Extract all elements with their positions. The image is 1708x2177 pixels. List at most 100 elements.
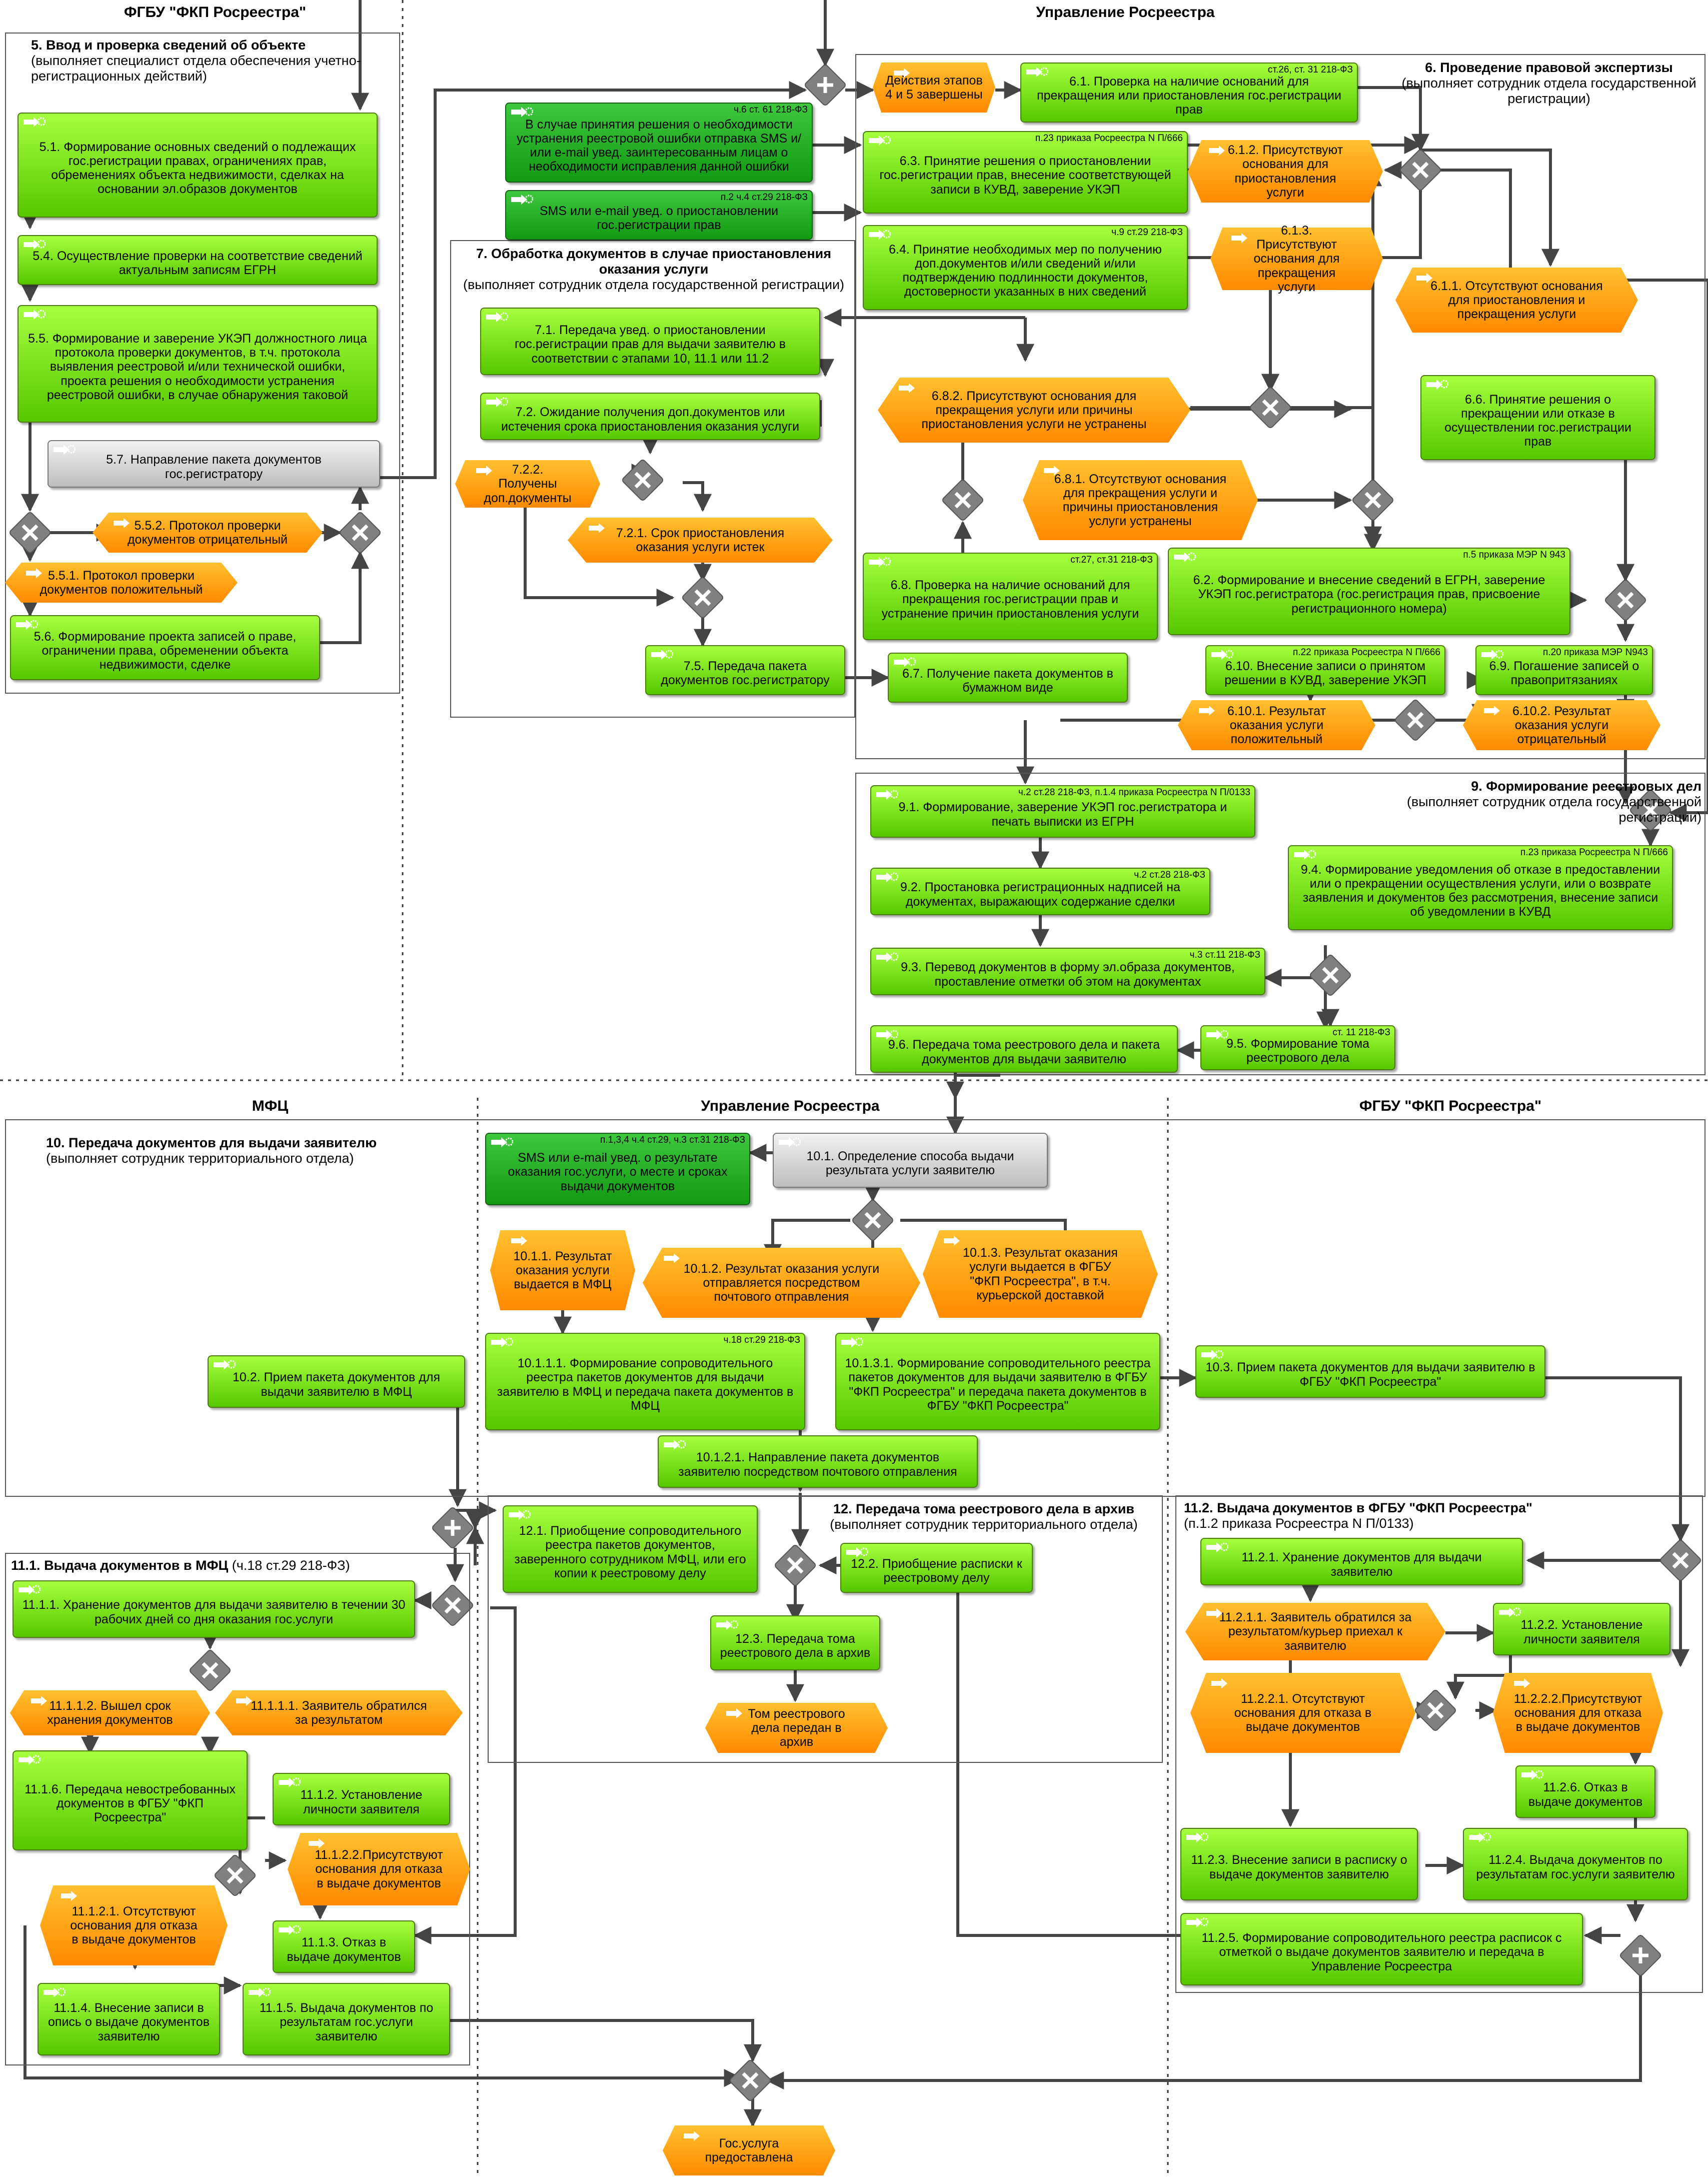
task-7-1[interactable]: 7.1. Передача увед. о приостановлении го…	[480, 308, 820, 375]
task-6-10-text: 6.10. Внесение записи о принятом решении…	[1224, 659, 1426, 687]
event-6-1-3[interactable]: 6.1.3. Присутствуют основания для прекра…	[1210, 224, 1383, 294]
task-12-2-text: 12.2. Приобщение расписки к реестровому …	[851, 1556, 1022, 1585]
task-7-2[interactable]: 7.2. Ожидание получения доп.документов и…	[480, 393, 820, 440]
event-10-1-2[interactable]: 10.1.2. Результат оказания услуги отправ…	[643, 1248, 920, 1318]
gateway-exclusive-icon	[1395, 700, 1436, 741]
event-10-1-1[interactable]: 10.1.1. Результат оказания услуги выдает…	[490, 1230, 635, 1310]
group-12-title: 12. Передача тома реестрового дела в арх…	[833, 1501, 1135, 1516]
task-10-2[interactable]: 10.2. Прием пакета документов для выдачи…	[208, 1355, 465, 1408]
task-12-1[interactable]: 12.1. Приобщение сопроводительного реест…	[503, 1505, 758, 1593]
task-10-1[interactable]: 10.1. Определение способа выдачи результ…	[773, 1133, 1048, 1188]
task-11-1-1[interactable]: 11.1.1. Хранение документов для выдачи з…	[13, 1580, 415, 1638]
event-6-10-1[interactable]: 6.10.1. Результат оказания услуги положи…	[1178, 700, 1375, 750]
event-6-8-1[interactable]: 6.8.1. Отсутствуют основания для прекращ…	[1023, 460, 1258, 540]
task-9-2-text: 9.2. Простановка регистрационных надписе…	[900, 880, 1180, 909]
event-6-1-1[interactable]: 6.1.1. Отсутствуют основания для приоста…	[1395, 268, 1638, 333]
event-10-1-3[interactable]: 10.1.3. Результат оказания услуги выдает…	[923, 1230, 1158, 1318]
task-gear-icon	[1469, 1832, 1491, 1842]
gateway-parallel-icon	[805, 65, 846, 106]
group-10: 10. Передача документов для выдачи заяви…	[5, 1119, 1705, 1497]
event-arrow-icon	[61, 1891, 77, 1901]
event-11-2-2-1[interactable]: 11.2.2.1. Отсутствуют основания для отка…	[1190, 1673, 1415, 1753]
task-10-3[interactable]: 10.3. Прием пакета документов для выдачи…	[1195, 1345, 1545, 1398]
sms-suspension-text: SMS или e-mail увед. о приостановлении г…	[539, 204, 779, 232]
event-11-1-1-1[interactable]: 11.1.1.1. Заявитель обратился за результ…	[215, 1690, 463, 1735]
task-10-1-3-1[interactable]: 10.1.3.1. Формирование сопроводительного…	[835, 1333, 1160, 1430]
event-11-1-2-1[interactable]: 11.1.2.1. Отсутствуют основания для отка…	[40, 1885, 228, 1965]
event-6-1-2[interactable]: 6.1.2. Присутствуют основания для приост…	[1188, 140, 1383, 203]
task-11-2-5[interactable]: 11.2.5. Формирование сопроводительного р…	[1180, 1913, 1583, 1985]
event-12-end-text: Том реестрового дела передан в архив	[748, 1706, 845, 1749]
event-arrow-icon	[476, 466, 492, 476]
task-10-2-text: 10.2. Прием пакета документов для выдачи…	[232, 1370, 440, 1399]
event-11-1-2-2[interactable]: 11.1.2.2.Присутствуют основания для отка…	[288, 1833, 470, 1905]
task-11-1-3[interactable]: 11.1.3. Отказ в выдаче документов	[273, 1920, 415, 1973]
task-gear-icon	[1426, 380, 1448, 390]
group-5-subtitle: (выполняет специалист отдела обеспечения…	[31, 53, 361, 84]
task-12-2[interactable]: 12.2. Приобщение расписки к реестровому …	[840, 1543, 1033, 1593]
task-11-1-6[interactable]: 11.1.6. Передача невостребованных докуме…	[13, 1750, 248, 1850]
task-5-7[interactable]: 5.7. Направление пакета документов гос.р…	[48, 440, 380, 488]
event-12-end[interactable]: Том реестрового дела передан в архив	[705, 1703, 888, 1753]
task-5-5[interactable]: 5.5. Формирование и заверение УКЭП должн…	[18, 305, 378, 423]
event-arrow-icon	[1484, 706, 1500, 716]
gateway-exclusive-icon	[1400, 150, 1441, 191]
event-arrow-icon	[1416, 273, 1432, 283]
task-gear-icon	[1026, 67, 1048, 77]
task-11-1-4[interactable]: 11.1.4. Внесение записи в опись о выдаче…	[38, 1983, 220, 2055]
event-7-2-2[interactable]: 7.2.2. Получены доп.документы	[455, 460, 600, 508]
task-7-5[interactable]: 7.5. Передача пакета документов гос.реги…	[645, 645, 845, 695]
task-9-1-text: 9.1. Формирование, заверение УКЭП гос.ре…	[898, 800, 1227, 829]
task-11-2-3[interactable]: 11.2.3. Внесение записи в расписку о выд…	[1180, 1828, 1418, 1900]
task-6-6[interactable]: 6.6. Принятие решения о прекращении или …	[1420, 375, 1655, 460]
event-4-5[interactable]: Действия этапов 4 и 5 завершены	[873, 63, 995, 113]
task-9-1-ref: ч.2 ст.28 218-ФЗ, п.1.4 приказа Росреест…	[1018, 787, 1250, 798]
task-11-1-2[interactable]: 11.1.2. Установление личности заявителя	[273, 1773, 450, 1825]
task-10-1-2-1[interactable]: 10.1.2.1. Направление пакета документов …	[658, 1435, 978, 1488]
task-9-6[interactable]: 9.6. Передача тома реестрового дела и па…	[870, 1025, 1178, 1073]
event-11-2-2-2[interactable]: 11.2.2.2.Присутствуют основания для отка…	[1493, 1673, 1663, 1753]
task-11-2-2[interactable]: 11.2.2. Установление личности заявителя	[1493, 1603, 1670, 1655]
event-end[interactable]: Гос.услуга предоставлена	[663, 2125, 835, 2175]
task-5-4[interactable]: 5.4. Осуществление проверки на соответст…	[18, 235, 378, 285]
event-11-2-1-1[interactable]: 11.2.1.1. Заявитель обратился за результ…	[1185, 1603, 1445, 1660]
task-11-2-1-text: 11.2.1. Хранение документов для выдачи з…	[1241, 1550, 1482, 1579]
event-11-1-1-1-text: 11.1.1.1. Заявитель обратился за результ…	[251, 1698, 427, 1727]
task-5-6[interactable]: 5.6. Формирование проекта записей о прав…	[10, 615, 320, 680]
event-5-5-2[interactable]: 5.5.2. Протокол проверки документов отри…	[93, 513, 323, 553]
task-11-1-6-text: 11.1.6. Передача невостребованных докуме…	[25, 1782, 236, 1825]
task-12-3[interactable]: 12.3. Передача тома реестрового дела в а…	[710, 1615, 880, 1670]
task-gear-icon	[846, 1547, 868, 1557]
event-6-8-2[interactable]: 6.8.2. Присутствуют основания для прекра…	[878, 378, 1190, 443]
task-5-1[interactable]: 5.1. Формирование основных сведений о по…	[18, 113, 378, 218]
task-5-6-text: 5.6. Формирование проекта записей о прав…	[34, 629, 297, 672]
task-9-3-ref: ч.3 ст.11 218-ФЗ	[1189, 950, 1260, 960]
task-6-7[interactable]: 6.7. Получение пакета документов в бумаж…	[888, 653, 1128, 703]
task-9-1[interactable]: ч.2 ст.28 218-ФЗ, п.1.4 приказа Росреест…	[870, 785, 1255, 838]
task-11-1-5[interactable]: 11.1.5. Выдача документов по результатам…	[243, 1983, 450, 2055]
event-7-2-1[interactable]: 7.2.1. Срок приостановления оказания усл…	[568, 518, 833, 563]
task-11-2-6[interactable]: 11.2.6. Отказ в выдаче документов	[1515, 1765, 1655, 1818]
event-5-5-1[interactable]: 5.5.1. Протокол проверки документов поло…	[5, 563, 238, 603]
task-9-2-ref: ч.2 ст.28 218-ФЗ	[1134, 870, 1205, 880]
task-11-2-4[interactable]: 11.2.4. Выдача документов по результатам…	[1463, 1828, 1688, 1900]
task-11-2-1[interactable]: 11.2.1. Хранение документов для выдачи з…	[1200, 1538, 1523, 1585]
event-6-10-2[interactable]: 6.10.2. Результат оказания услуги отрица…	[1463, 700, 1660, 750]
event-11-1-1-2[interactable]: 11.1.1.2. Вышел срок хранения документов	[10, 1690, 210, 1735]
gateway-exclusive-icon	[682, 577, 723, 618]
